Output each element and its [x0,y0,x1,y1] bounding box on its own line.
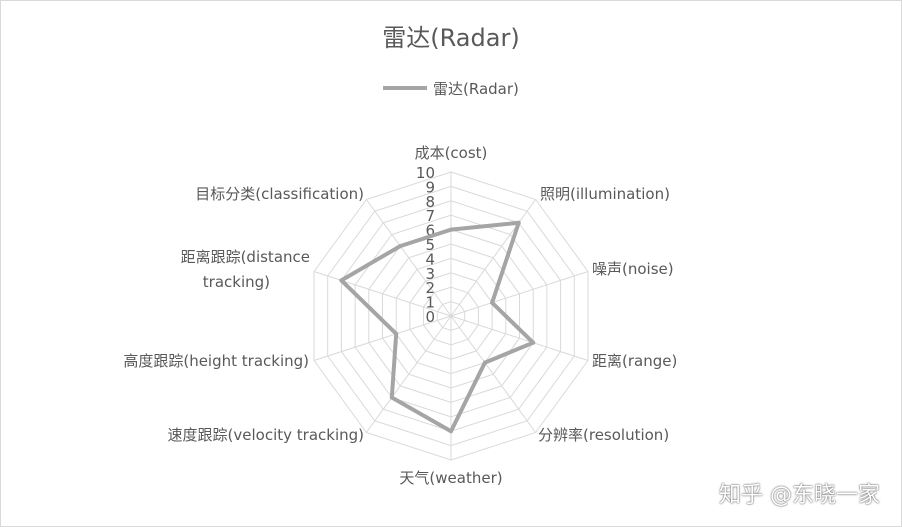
data-point [389,395,394,400]
radial-tick-label: 7 [425,207,435,225]
category-label: 成本(cost) [415,144,488,162]
radial-tick-label: 2 [425,279,435,297]
data-point [531,340,536,345]
grid-spoke-2 [450,271,589,317]
category-label: 分辨率(resolution) [538,426,669,444]
data-point [516,220,521,225]
grid-spoke-9 [365,199,452,317]
legend-label-radar: 雷达(Radar) [433,79,519,98]
category-label: 目标分类(classification) [195,185,364,203]
legend: 雷达(Radar) [383,78,519,98]
legend-swatch-radar [383,86,427,90]
category-label: 噪声(noise) [592,260,674,278]
grid-spoke-6 [365,315,452,433]
chart-title: 雷达(Radar) [382,24,520,52]
radial-tick-label: 10 [416,164,435,182]
grid-spoke-7 [313,315,452,361]
data-point [398,244,403,249]
radial-tick-label: 1 [425,294,435,312]
data-point [449,227,453,232]
category-label: 高度跟踪(height tracking) [123,352,309,370]
watermark: 知乎 @东晓一家 [719,483,880,508]
category-label: 照明(illumination) [540,185,670,203]
data-point [339,278,344,283]
data-point [490,300,495,305]
category-label: 天气(weather) [399,469,502,487]
grid-spoke-4 [450,315,537,433]
radial-tick-label: 6 [425,222,435,240]
category-label: 速度跟踪(velocity tracking) [168,426,364,444]
radial-tick-label: 8 [425,193,435,211]
series-line-0 [339,220,536,434]
radial-tick-label: 0 [425,308,435,326]
radial-tick-label: 4 [425,250,435,268]
radial-tick-label: 3 [425,265,435,283]
data-point [394,331,399,336]
radial-tick-label: 9 [425,178,435,196]
grid-spoke-8 [313,271,452,317]
grid-spoke-1 [450,199,537,317]
radial-tick-label: 5 [425,236,435,254]
data-point [482,360,487,365]
category-label: 距离(range) [592,352,677,370]
data-point [449,429,453,434]
grid-spoke-3 [450,315,589,361]
